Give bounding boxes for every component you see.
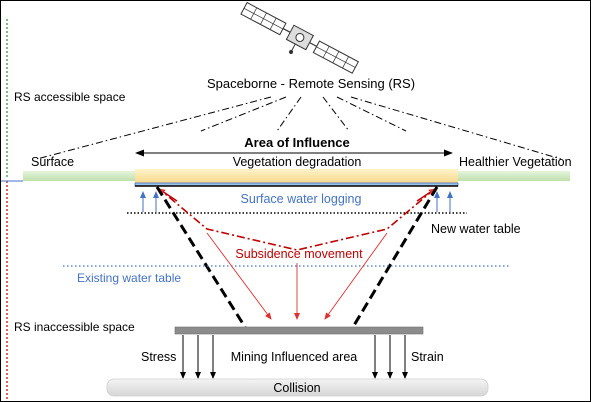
satellite-icon xyxy=(240,1,360,74)
sensing-rays xyxy=(36,96,562,160)
water-rise-arrows xyxy=(140,191,453,212)
new-water-table-label: New water table xyxy=(431,222,521,236)
surface-label: Surface xyxy=(31,155,74,169)
mining-bar xyxy=(174,326,424,335)
strain-label: Strain xyxy=(411,350,444,364)
area-arrow-right-head xyxy=(444,149,453,157)
funnel-line-right xyxy=(351,186,439,328)
area-of-influence-label: Area of Influence xyxy=(244,135,349,150)
subsidence-movement-label: Subsidence movement xyxy=(235,247,363,261)
surface-green-left xyxy=(23,171,135,181)
existing-water-table-label: Existing water table xyxy=(77,271,181,285)
subsidence-arrow-left xyxy=(158,188,178,202)
rs-accessible-label: RS accessible space xyxy=(14,90,126,104)
surface-water-logging-label: Surface water logging xyxy=(241,192,362,206)
healthier-vegetation-label: Healthier Vegetation xyxy=(459,155,572,169)
vegetation-band xyxy=(135,169,458,183)
converging-arrows xyxy=(206,232,388,320)
funnel-line-left xyxy=(155,186,247,328)
satellite-title: Spaceborne - Remote Sensing (RS) xyxy=(207,76,415,91)
surface-green-right xyxy=(458,171,570,181)
subsidence-arrow-right xyxy=(416,188,436,202)
collision-label: Collision xyxy=(273,381,320,395)
collision-bar xyxy=(106,378,489,397)
stress-label: Stress xyxy=(141,350,176,364)
rs-inaccessible-label: RS inaccessible space xyxy=(14,320,135,334)
stress-strain-arrows xyxy=(180,335,408,379)
subsidence-curve xyxy=(156,186,438,251)
mining-area-label: Mining Influenced area xyxy=(231,350,358,364)
vegetation-degradation-label: Vegetation degradation xyxy=(233,155,362,169)
area-arrow-left-head xyxy=(135,149,144,157)
